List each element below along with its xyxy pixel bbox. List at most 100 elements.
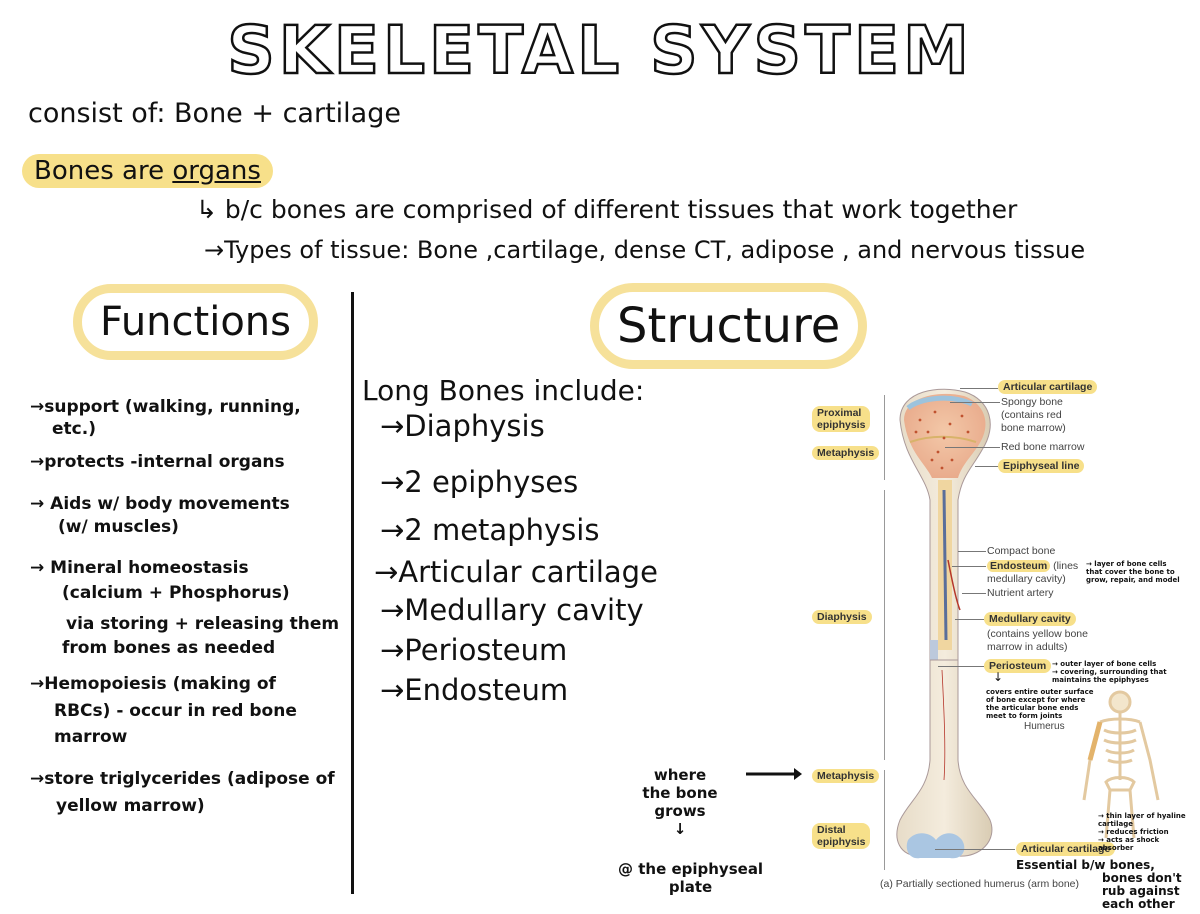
note-line: absorber [1098, 844, 1134, 852]
note-line: → thin layer of hyaline [1098, 812, 1186, 820]
note-line: covers entire outer surface [986, 688, 1094, 696]
leader-line [952, 566, 986, 567]
endosteum-detail: medullary cavity) [987, 573, 1066, 585]
long-bone-item: →2 epiphyses [380, 465, 579, 499]
label-proximal-epiphysis: Proximal epiphysis [812, 406, 871, 432]
note-line: of bone except for where [986, 696, 1086, 704]
medullary-detail: (contains yellow bone [987, 628, 1088, 640]
function-line: → Mineral homeostasis [30, 558, 249, 578]
label-red-bone-marrow: Red bone marrow [1001, 441, 1085, 453]
leader-line [960, 388, 998, 389]
function-line: (calcium + Phosphorus) [62, 583, 290, 603]
function-line: (w/ muscles) [58, 517, 179, 537]
function-line: etc.) [52, 419, 96, 439]
label-articular-cartilage-bottom: Articular cartilage [1016, 842, 1116, 856]
distal-label-line: Distal [817, 824, 846, 836]
leader-line [945, 447, 1000, 448]
note-line: → layer of bone cells [1086, 560, 1167, 568]
tissue-types-line: →Types of tissue: Bone ,cartilage, dense… [204, 236, 1086, 264]
long-bone-item: →Endosteum [380, 673, 569, 707]
note-line: cartilage [1098, 820, 1133, 828]
bones-are-organs: Bones are organs [22, 154, 273, 188]
label-nutrient-artery: Nutrient artery [987, 587, 1054, 599]
structure-heading: Structure [590, 283, 868, 369]
note-line: that cover the bone to [1086, 568, 1175, 576]
growth-line: plate [668, 878, 713, 896]
distal-label-line: epiphysis [817, 836, 866, 848]
label-humerus: Humerus [1024, 721, 1065, 732]
label-spongy-bone: Spongy bone (contains red bone marrow) [1001, 396, 1066, 435]
label-endosteum: Endosteum (lines medullary cavity) [987, 560, 1078, 586]
spongy-line: Spongy bone [1001, 396, 1063, 408]
endosteum-note: → layer of bone cells that cover the bon… [1086, 560, 1180, 584]
note-line: bones don't [1102, 871, 1182, 885]
periosteum-note: → outer layer of bone cells → covering, … [1052, 660, 1167, 684]
long-bone-item: →Medullary cavity [380, 593, 644, 627]
bones-are-text: Bones are [34, 156, 165, 186]
label-metaphysis-top: Metaphysis [812, 446, 880, 460]
skeleton-figure [1082, 690, 1160, 839]
note-line: → acts as shock [1098, 836, 1160, 844]
diaphysis-bracket [884, 490, 885, 760]
epiphysis-bracket [884, 395, 885, 480]
function-line: →store triglycerides (adipose of [30, 769, 335, 789]
leader-line [962, 593, 986, 594]
down-arrow-icon: ↓ [673, 820, 687, 838]
leader-line [958, 551, 986, 552]
proximal-label-line: epiphysis [817, 419, 866, 431]
growth-line: grows [654, 802, 706, 820]
note-line: → reduces friction [1098, 828, 1169, 836]
function-line: via storing + releasing them [66, 614, 340, 634]
column-divider [351, 292, 354, 894]
consist-of-line: consist of: Bone + cartilage [28, 98, 401, 129]
leader-line [950, 402, 1000, 403]
distal-bracket [884, 770, 885, 870]
function-line: marrow [54, 727, 128, 747]
note-line: maintains the epiphyses [1052, 676, 1149, 684]
endosteum-label: Endosteum [987, 560, 1051, 572]
spongy-line: (contains red [1001, 409, 1062, 421]
right-arrow-icon [746, 768, 802, 780]
down-arrow-icon: ↓ [993, 670, 1004, 684]
leader-line [935, 849, 1015, 850]
function-line: RBCs) - occur in red bone [54, 701, 297, 721]
growth-line: where [653, 766, 707, 784]
proximal-label-line: Proximal [817, 407, 862, 419]
note-line: each other [1102, 897, 1175, 911]
long-bone-item: →Diaphysis [380, 409, 545, 443]
long-bone-item: →Periosteum [380, 633, 568, 667]
figure-caption: (a) Partially sectioned humerus (arm bon… [880, 878, 1079, 890]
label-compact-bone: Compact bone [987, 545, 1056, 557]
cartilage-rub-note: bones don't rub against each other [1102, 872, 1182, 911]
note-line: the articular bone ends [986, 704, 1079, 712]
functions-heading: Functions [73, 284, 318, 360]
growth-note-plate: @ the epiphyseal plate [618, 860, 763, 896]
long-bone-item: →2 metaphysis [380, 513, 600, 547]
leader-line [975, 466, 998, 467]
label-medullary-cavity: Medullary cavity [984, 612, 1076, 626]
cartilage-note: → thin layer of hyaline cartilage → redu… [1098, 812, 1186, 852]
endosteum-detail: (lines [1053, 560, 1079, 572]
label-epiphyseal-line: Epiphyseal line [998, 459, 1085, 473]
label-articular-cartilage-top: Articular cartilage [998, 380, 1098, 394]
function-line: yellow marrow) [56, 796, 205, 816]
growth-line: @ the epiphyseal [618, 860, 764, 878]
label-diaphysis: Diaphysis [812, 610, 872, 624]
note-line: → covering, surrounding that [1052, 668, 1167, 676]
function-line: →protects -internal organs [30, 452, 285, 472]
humerus-illustration [896, 388, 993, 859]
function-line: →Hemopoiesis (making of [30, 674, 276, 694]
long-bones-heading: Long Bones include: [362, 374, 645, 407]
note-line: meet to form joints [986, 712, 1063, 720]
periosteum-cover-note: covers entire outer surface of bone exce… [986, 688, 1093, 720]
label-medullary-detail: (contains yellow bone marrow in adults) [987, 628, 1088, 654]
leader-line [955, 619, 984, 620]
cartilage-essential-note: Essential b/w bones, [1016, 858, 1155, 872]
medullary-detail: marrow in adults) [987, 641, 1068, 653]
spongy-line: bone marrow) [1001, 422, 1066, 434]
note-line: grow, repair, and model [1086, 576, 1180, 584]
organs-text: organs [172, 156, 261, 186]
long-bone-item: →Articular cartilage [374, 555, 658, 589]
label-distal-epiphysis: Distal epiphysis [812, 823, 871, 849]
function-line: → Aids w/ body movements [30, 494, 290, 514]
